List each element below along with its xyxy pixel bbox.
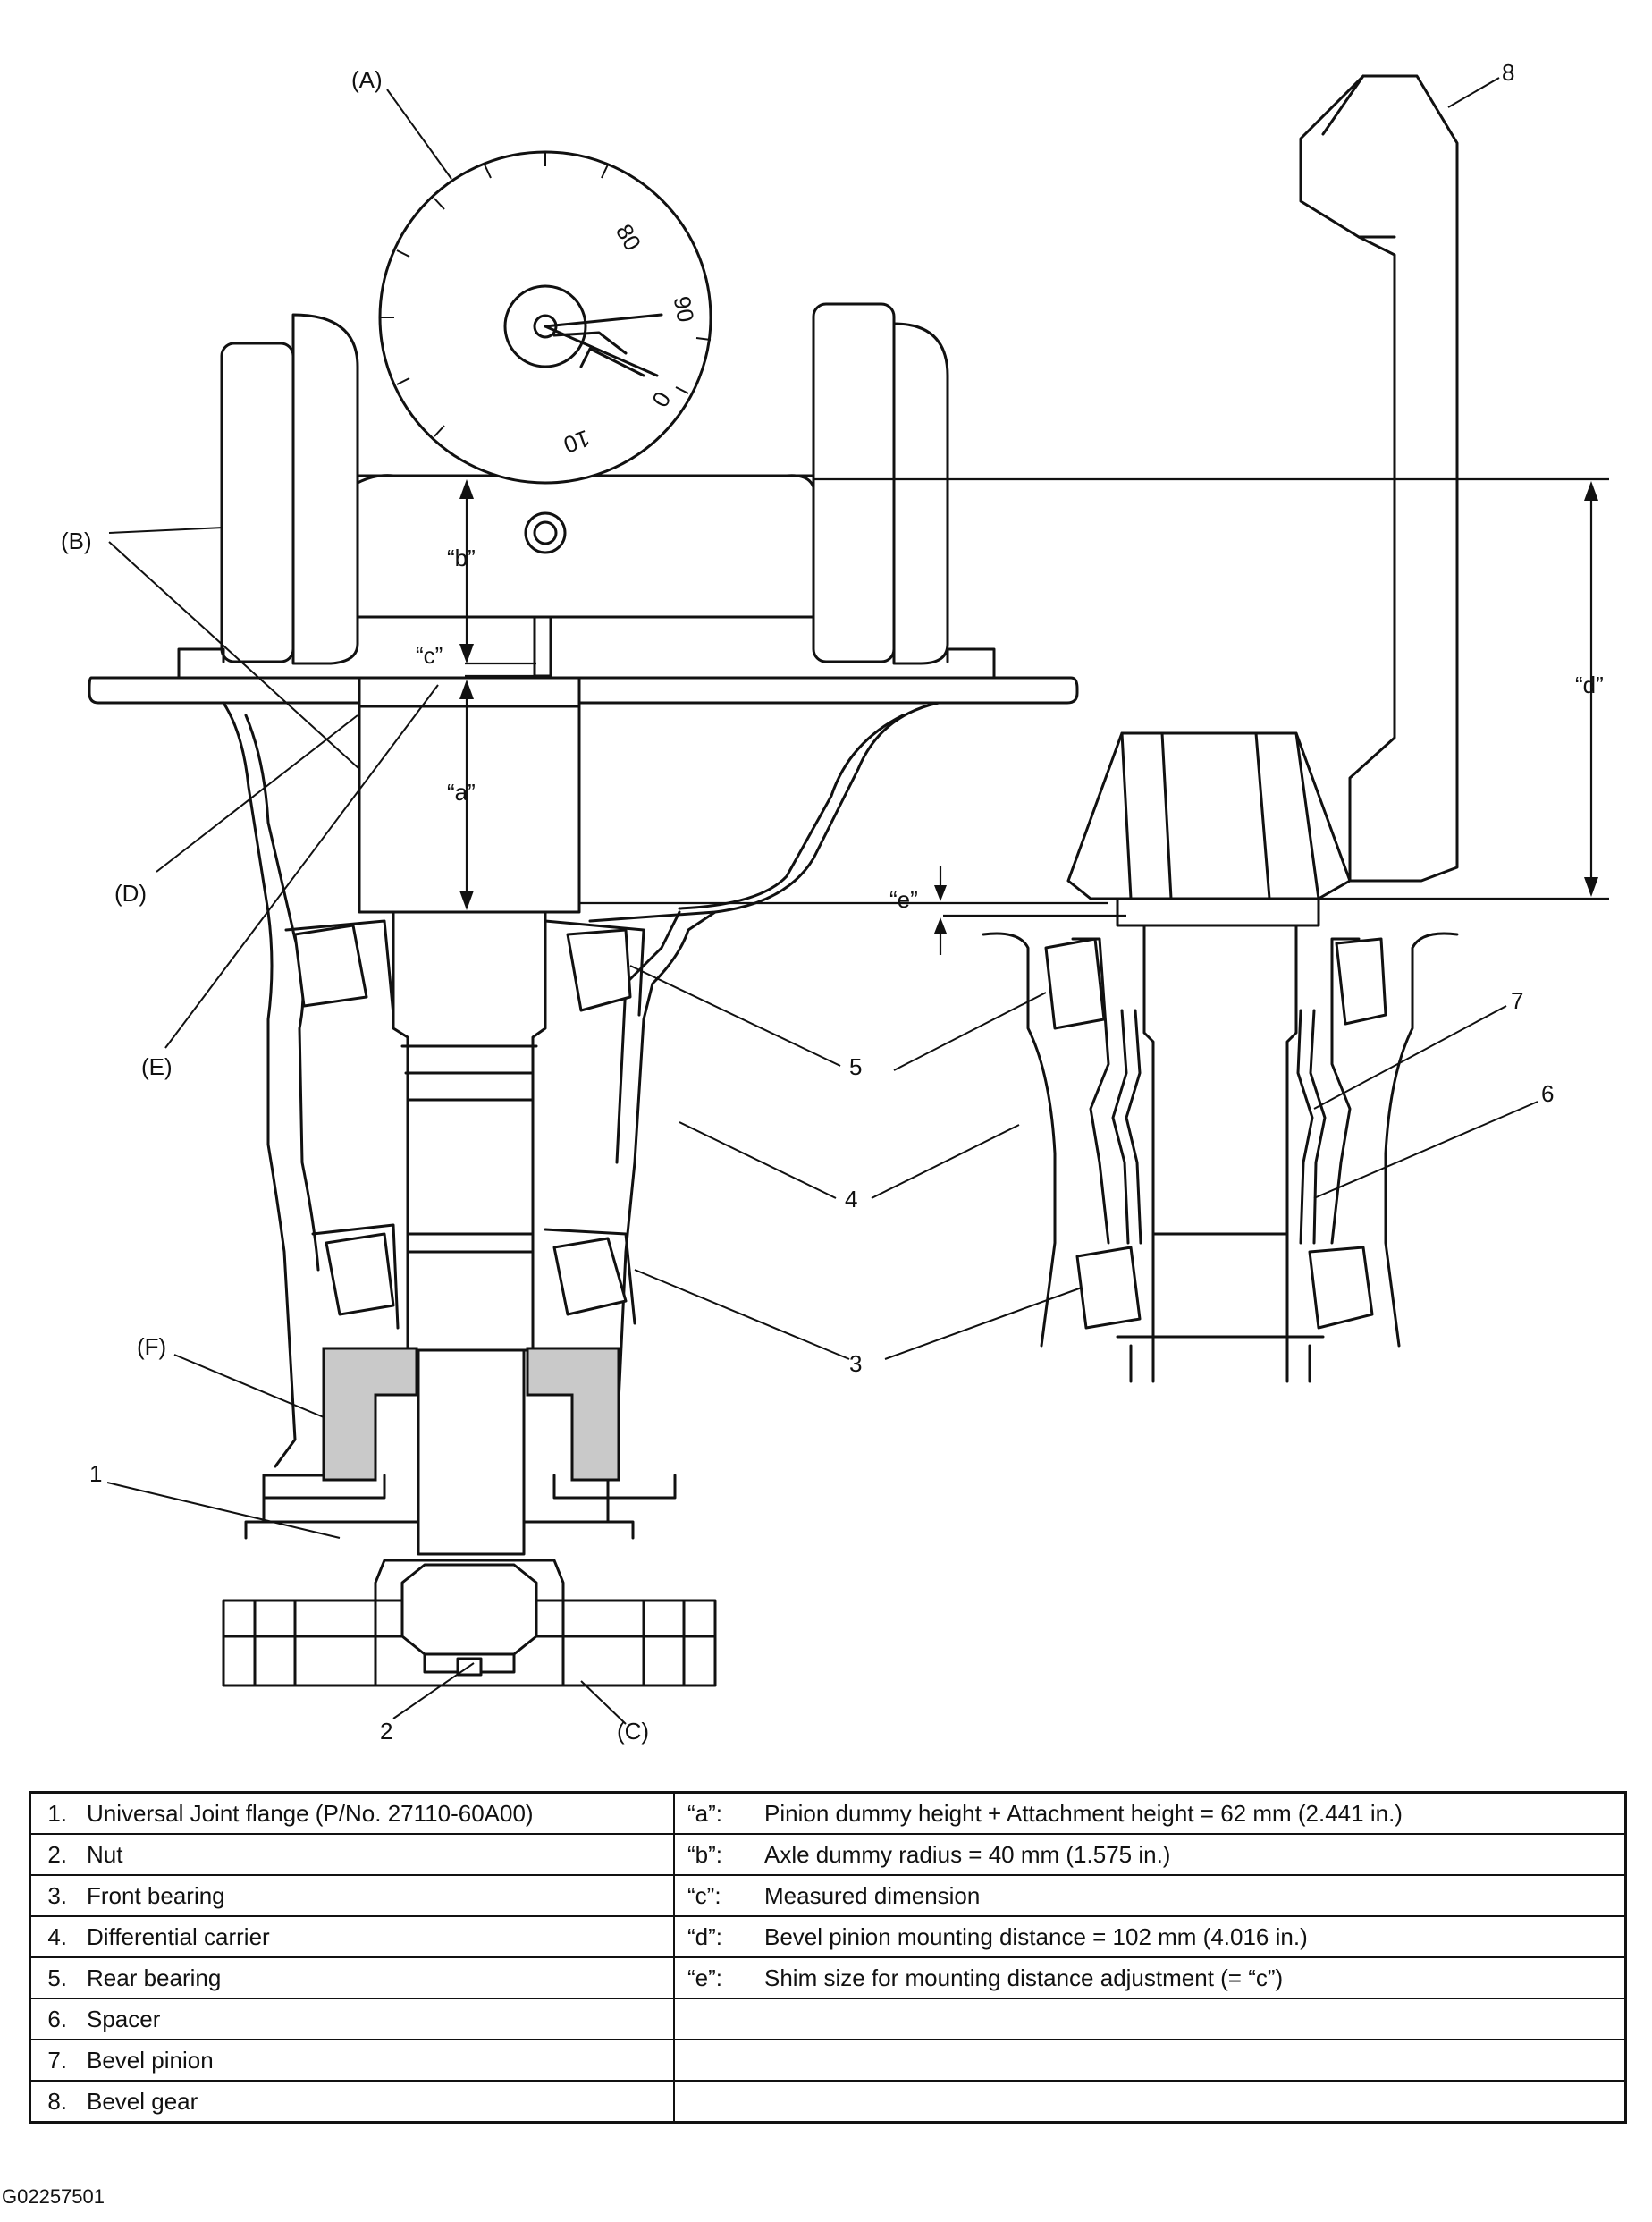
flange-and-nut [222,1559,717,1687]
dial-gauge: 80 90 0 10 [378,150,712,485]
legend-dimension-label: Bevel pinion mounting distance = 102 mm … [764,1922,1308,1950]
callout-8: 8 [1502,59,1514,86]
legend-row: 4. Differential carrier “d”: Bevel pinion m… [29,1915,1627,1958]
dimension-label-a: “a” [447,779,476,806]
leader-lines [106,77,1538,1725]
callout-2: 2 [380,1718,392,1745]
legend-dimension-label: Pinion dummy height + Attachment height … [764,1799,1403,1827]
legend-part-label: Bevel pinion [87,2046,214,2074]
dimension-label-d: “d” [1575,672,1604,698]
legend-row: 2. Nut “b”: Axle dummy radius = 40 mm (1.57… [29,1833,1627,1876]
legend-part-number: 4. [47,1922,67,1950]
callout-labels: (A) (B) (C) (D) (E) (F) 1 2 3 4 5 6 7 8 [61,59,1554,1745]
legend-part-cell: 8. Bevel gear [29,2080,675,2124]
legend-dimension-key: “a”: [687,1799,722,1827]
legend-part-cell: 5. Rear bearing [29,1956,675,1999]
legend-dimension-cell: “d”: Bevel pinion mounting distance = 102… [673,1915,1627,1958]
legend-part-label: Front bearing [87,1881,225,1909]
dimension-label-b: “b” [447,545,476,571]
callout-3: 3 [849,1350,862,1377]
legend-part-cell: 1. Universal Joint flange (P/No. 27110-60… [29,1791,675,1835]
pinion-dummy-and-shaft [358,676,581,1556]
callout-A: (A) [351,66,383,93]
legend-part-cell: 2. Nut [29,1833,675,1876]
legend-part-number: 1. [47,1799,67,1827]
callout-6: 6 [1541,1080,1554,1107]
legend-dimension-cell: “e”: Shim size for mounting distance adju… [673,1956,1627,1999]
legend-dimension-cell [673,1998,1627,2040]
legend-row: 5. Rear bearing “e”: Shim size for mounting… [29,1956,1627,1999]
legend-dimension-key: “c”: [687,1881,721,1909]
legend-dimension-key: “b”: [687,1840,722,1868]
dimension-lines [459,477,1609,955]
dimension-label-e: “e” [889,886,918,913]
legend-row: 3. Front bearing “c”: Measured dimension [29,1874,1627,1917]
callout-C: (C) [617,1718,649,1745]
dimension-labels: “b” “c” “a” “d” “e” [416,545,1604,913]
axle-dummy-assembly [177,302,996,680]
legend-dimension-key: “e”: [687,1964,722,1991]
legend-dimension-cell [673,2039,1627,2082]
legend-dimension-cell: “a”: Pinion dummy height + Attachment hei… [673,1791,1627,1835]
callout-F: (F) [137,1333,166,1360]
callout-E: (E) [141,1053,173,1080]
legend-part-label: Nut [87,1840,123,1868]
callout-5: 5 [849,1053,862,1080]
legend-part-label: Rear bearing [87,1964,222,1991]
bevel-pinion-right [1066,731,1352,1383]
legend-part-label: Universal Joint flange (P/No. 27110-60A0… [87,1799,534,1827]
legend-dimension-label: Axle dummy radius = 40 mm (1.575 in.) [764,1840,1171,1868]
legend-dimension-cell: “c”: Measured dimension [673,1874,1627,1917]
legend-dimension-label: Measured dimension [764,1881,981,1909]
legend-part-cell: 3. Front bearing [29,1874,675,1917]
legend-row: 1. Universal Joint flange (P/No. 27110-60… [29,1791,1627,1835]
legend-part-number: 3. [47,1881,67,1909]
legend-part-cell: 6. Spacer [29,1998,675,2040]
legend-row: 6. Spacer [29,1998,1627,2040]
legend-part-label: Spacer [87,2005,161,2032]
legend-part-cell: 4. Differential carrier [29,1915,675,1958]
callout-1: 1 [89,1460,102,1487]
callout-7: 7 [1511,987,1523,1014]
technical-diagram: 80 90 0 10 [61,59,1609,1745]
legend-dimension-label: Shim size for mounting distance adjustme… [764,1964,1284,1991]
legend-dimension-cell [673,2080,1627,2124]
callout-B: (B) [61,528,92,554]
dial-number-90: 90 [669,294,700,325]
legend-dimension-cell: “b”: Axle dummy radius = 40 mm (1.575 in.… [673,1833,1627,1876]
callout-D: (D) [114,880,147,907]
legend-part-number: 7. [47,2046,67,2074]
legend-table: 1. Universal Joint flange (P/No. 27110-60… [29,1791,1627,2124]
legend-part-label: Differential carrier [87,1922,270,1950]
legend-part-label: Bevel gear [87,2087,198,2115]
figure-code: G02257501 [2,2185,105,2208]
differential-carrier-right [982,932,1459,1383]
legend-part-number: 2. [47,1840,67,1868]
legend-part-number: 8. [47,2087,67,2115]
legend-part-number: 5. [47,1964,67,1991]
oil-seals [262,1347,677,1500]
legend-part-number: 6. [47,2005,67,2032]
legend-row: 8. Bevel gear [29,2080,1627,2124]
legend-dimension-key: “d”: [687,1922,722,1950]
dimension-label-c: “c” [416,642,442,669]
legend-row: 7. Bevel pinion [29,2039,1627,2082]
callout-4: 4 [845,1186,857,1212]
bearings-left [284,919,645,1330]
legend-part-cell: 7. Bevel pinion [29,2039,675,2082]
